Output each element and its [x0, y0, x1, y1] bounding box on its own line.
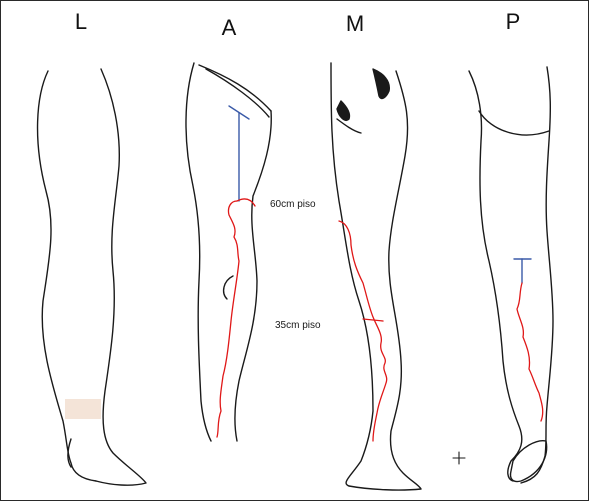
view-label-medial: M	[345, 11, 365, 36]
leg-lateral-view	[36, 68, 147, 486]
view-label-anterior: A	[221, 15, 237, 40]
posterior-crosshair	[452, 451, 466, 465]
lateral-faint-mark	[65, 399, 101, 419]
medial-thigh-crease	[336, 118, 362, 134]
lateral-front-outline	[95, 68, 147, 486]
lateral-back-outline	[36, 70, 97, 482]
posterior-vein-trace	[516, 282, 544, 422]
medial-back-outline	[330, 62, 374, 487]
anterior-vein-branch	[236, 198, 256, 207]
annotation-60cm: 60cm piso	[270, 199, 316, 210]
anterior-hip-fold	[205, 68, 270, 118]
posterior-outer-outline	[468, 70, 523, 482]
medial-genital-shape	[336, 100, 351, 121]
view-label-lateral: L	[74, 9, 88, 34]
lateral-heel	[67, 438, 72, 468]
anterior-vein-trace	[216, 200, 240, 438]
posterior-inner-outline	[520, 66, 554, 484]
medial-buttock-shape	[372, 68, 390, 100]
medial-front-outline	[348, 70, 422, 491]
medial-vein-trace	[338, 220, 388, 442]
leg-anterior-view	[185, 62, 272, 442]
leg-posterior-view	[452, 66, 554, 484]
annotation-35cm: 35cm piso	[275, 320, 321, 331]
posterior-heel	[509, 440, 548, 483]
medial-vein-branch	[362, 318, 384, 322]
view-label-posterior: P	[505, 9, 521, 34]
leg-medial-view	[330, 62, 422, 491]
anterior-outer-outline	[185, 62, 212, 442]
anterior-inner-outline	[234, 110, 272, 442]
posterior-buttock-curve	[478, 110, 550, 136]
anterior-hip-line	[198, 64, 272, 112]
anterior-knee-curve	[222, 275, 234, 300]
